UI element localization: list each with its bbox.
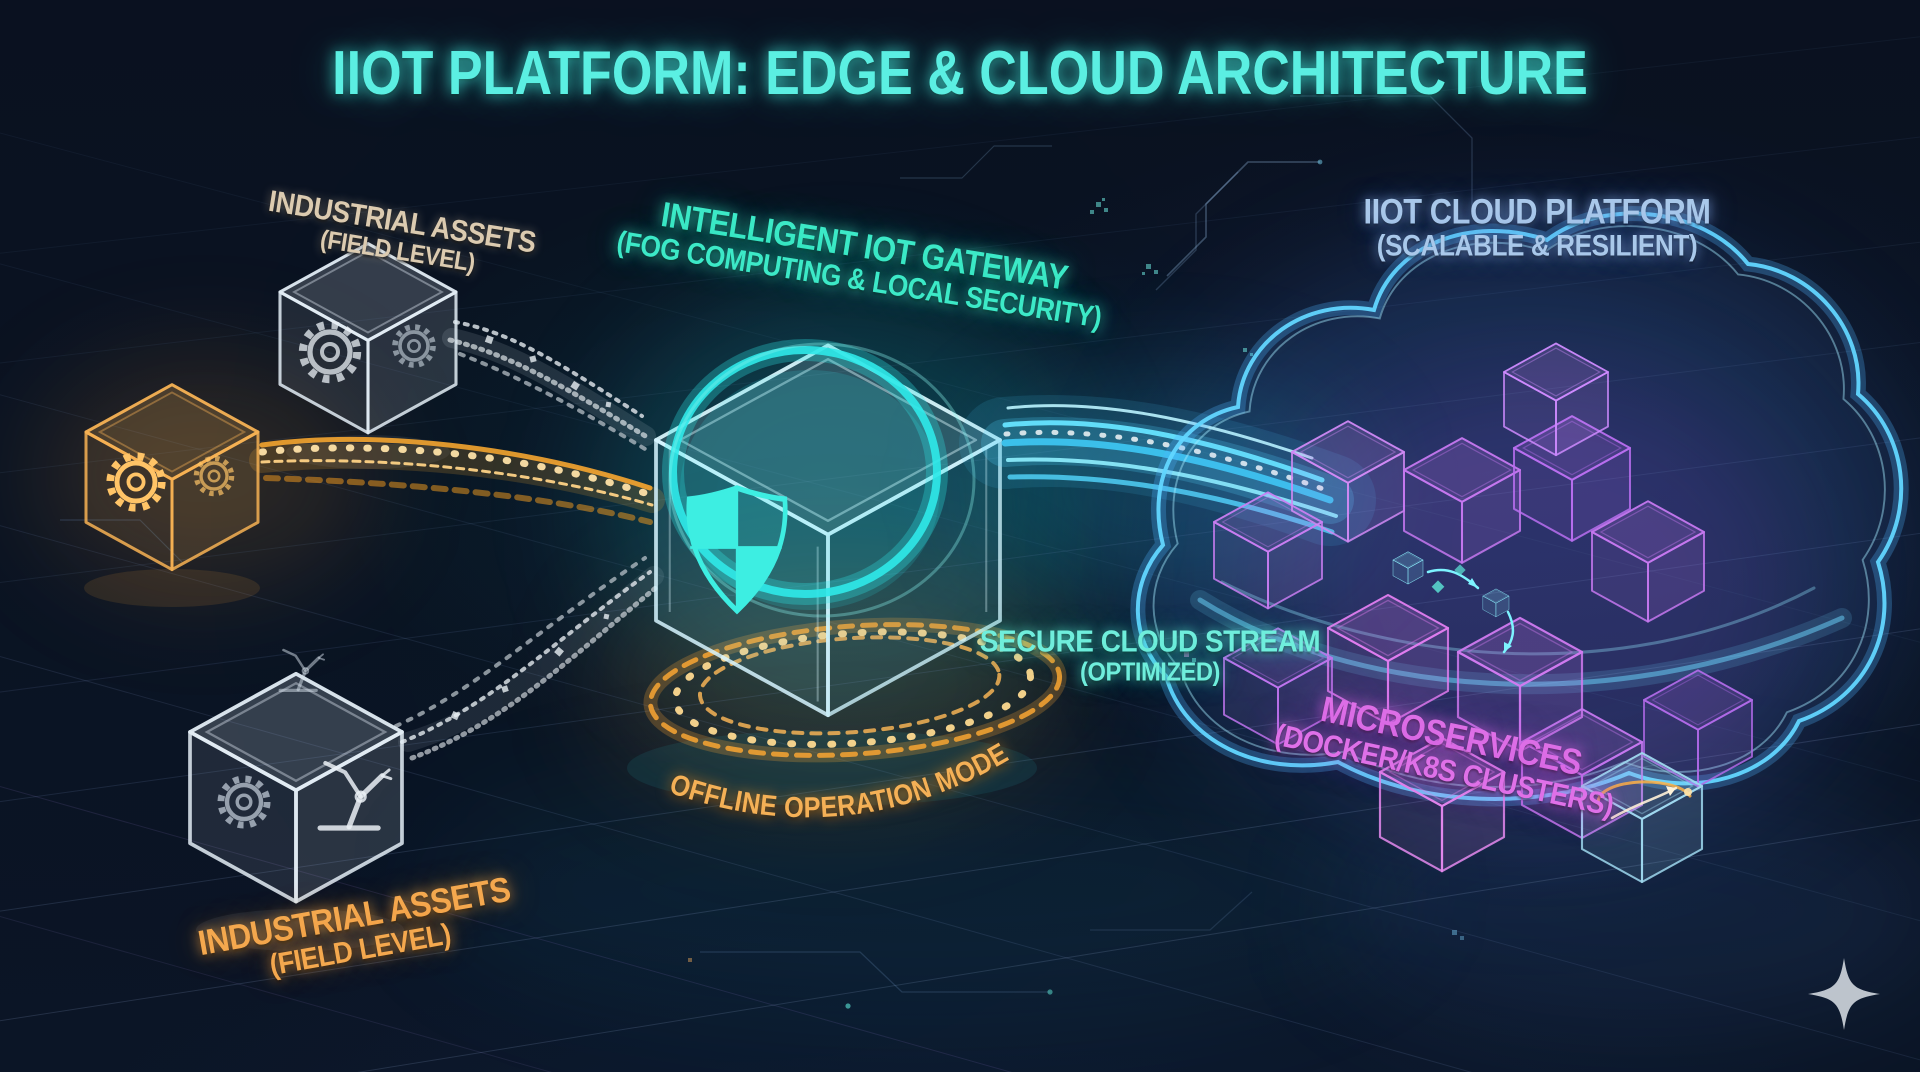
label-line: IIOT CLOUD PLATFORM: [1363, 192, 1711, 232]
label-cloud-platform: IIOT CLOUD PLATFORM (SCALABLE & RESILIEN…: [1364, 194, 1711, 263]
industrial-asset-cube-orange: [84, 383, 260, 572]
offline-operation-rings: [643, 617, 1067, 763]
circuit-traces: [60, 95, 1473, 1009]
sparkle-icon: [1808, 958, 1880, 1030]
label-line: (SCALABLE & RESILIENT): [1376, 229, 1698, 263]
sensor-data-stream-top: [442, 320, 656, 454]
page-title: IIOT PLATFORM: EDGE & CLOUD ARCHITECTURE: [332, 39, 1588, 108]
circuit-glyphs: [688, 198, 1464, 962]
sensor-data-stream-bottom: [394, 556, 664, 761]
label-secure-stream: SECURE CLOUD STREAM (OPTIMIZED): [979, 623, 1321, 687]
sensor-data-stream-orange: [249, 436, 665, 525]
gateway-ring: [662, 339, 976, 618]
industrial-asset-cube-bottom: [188, 650, 402, 904]
industrial-asset-cube-top: [278, 242, 458, 435]
label-line: (OPTIMIZED): [1080, 656, 1220, 687]
label-line: SECURE CLOUD STREAM: [979, 623, 1321, 659]
deployment-activity: [1392, 551, 1692, 820]
